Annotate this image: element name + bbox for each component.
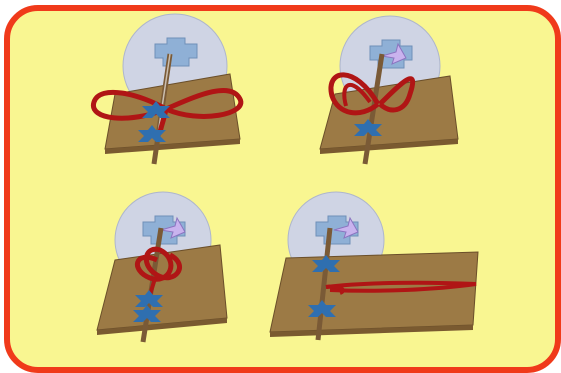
board xyxy=(320,76,458,149)
board xyxy=(97,245,227,330)
step-2-illustration xyxy=(310,14,510,164)
step-1-illustration xyxy=(80,14,280,164)
step-4-illustration xyxy=(268,190,488,350)
step-3-illustration xyxy=(95,190,295,350)
